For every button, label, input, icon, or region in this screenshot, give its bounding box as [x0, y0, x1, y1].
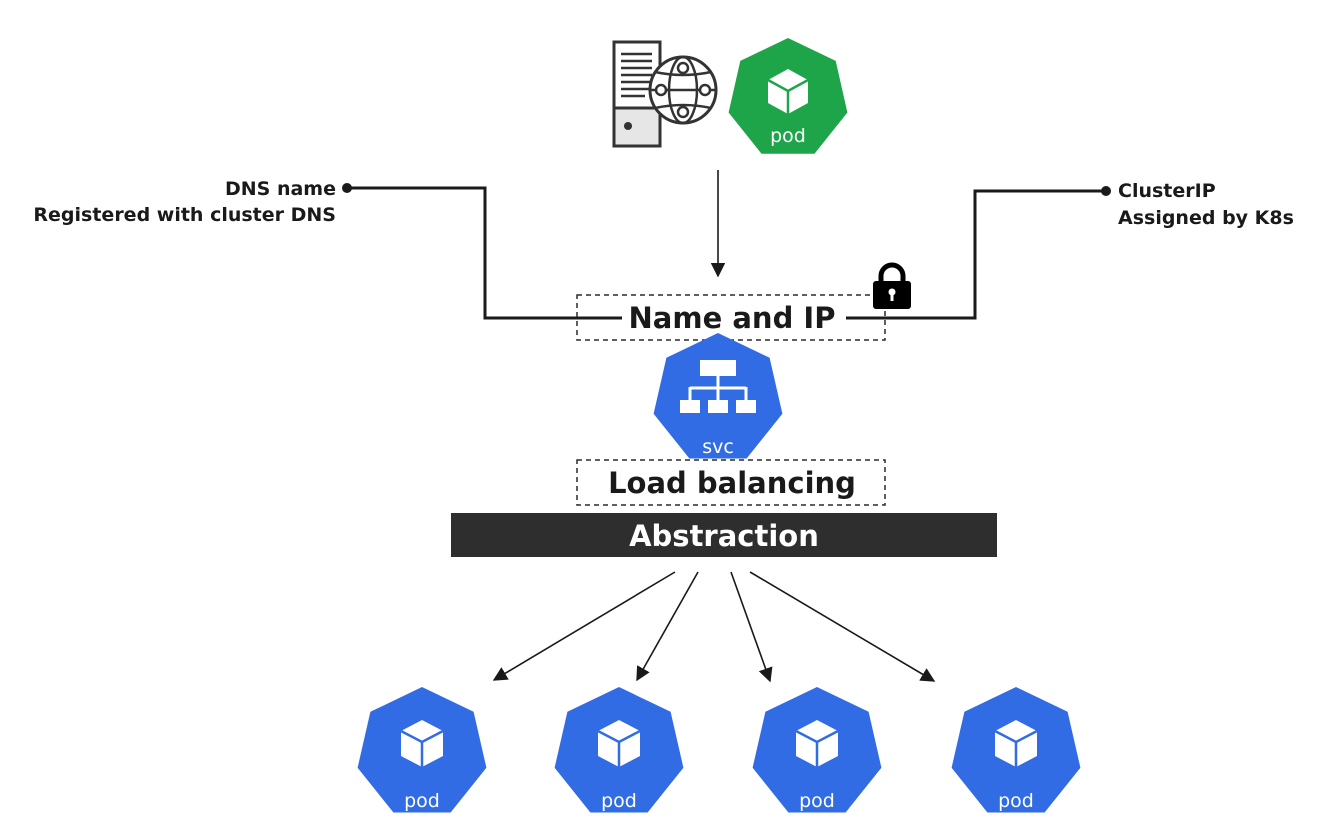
service-icon: svc — [653, 333, 783, 459]
clusterip-connector-dot — [1101, 186, 1111, 196]
clusterip-label: ClusterIP — [1118, 180, 1216, 202]
abstraction-label: Abstraction — [629, 519, 819, 553]
backend-pod-label: pod — [404, 790, 440, 812]
load-balancing-box — [576, 459, 886, 506]
cube-icon — [400, 720, 444, 767]
cube-icon — [767, 69, 809, 114]
arrow-to-pod-2 — [636, 571, 699, 682]
network-icon — [680, 360, 756, 413]
service-label: svc — [702, 436, 734, 458]
arrow-to-pod-4 — [749, 571, 936, 682]
cube-icon — [994, 720, 1038, 767]
dns-desc-label: Registered with cluster DNS — [33, 204, 336, 226]
load-balancing-label: Load balancing — [608, 466, 856, 500]
lock-icon — [873, 262, 911, 309]
backend-pod-2: pod — [554, 687, 684, 813]
dns-connector-line — [347, 186, 622, 320]
name-and-ip-label: Name and IP — [629, 301, 836, 335]
arrow-to-pod-3 — [730, 571, 773, 683]
abstraction-bar — [451, 513, 997, 557]
backend-pod-label: pod — [998, 790, 1034, 812]
backend-pod-label: pod — [799, 790, 835, 812]
arrow-to-pod-1 — [492, 571, 676, 681]
backend-pod-1: pod — [357, 687, 487, 813]
backend-pod-4: pod — [951, 687, 1081, 813]
dns-connector-dot — [342, 183, 352, 193]
dns-name-label: DNS name — [225, 178, 336, 200]
cube-icon — [597, 720, 641, 767]
clusterip-connector-line — [846, 189, 1106, 320]
client-pod-icon: pod — [728, 38, 848, 154]
globe-icon — [648, 55, 718, 125]
backend-pod-3: pod — [752, 687, 882, 813]
backend-pod-label: pod — [601, 790, 637, 812]
clusterip-desc-label: Assigned by K8s — [1118, 207, 1294, 229]
client-pod-label: pod — [770, 125, 806, 147]
cube-icon — [795, 720, 839, 767]
